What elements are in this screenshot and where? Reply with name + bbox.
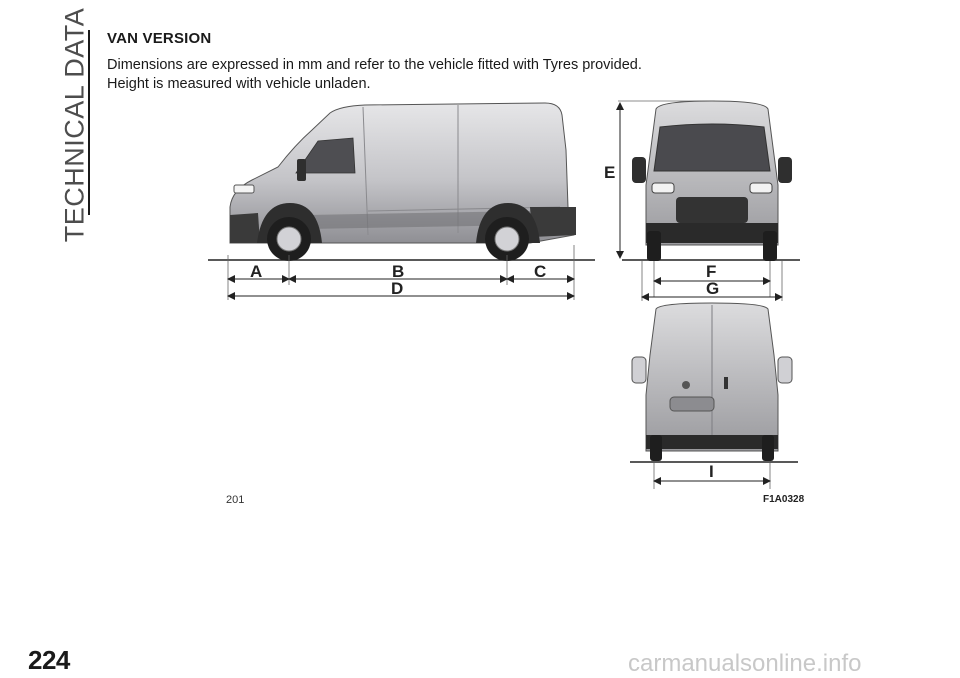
- watermark: carmanualsonline.info: [628, 650, 862, 677]
- section-divider: [88, 30, 90, 215]
- dimension-label-b: B: [392, 262, 404, 281]
- page-number: 224: [28, 645, 70, 675]
- figure-code: F1A0328: [763, 494, 805, 505]
- dimension-label-f: F: [706, 262, 716, 281]
- section-title: TECHNICAL DATA: [59, 7, 90, 243]
- intro-text: Dimensions are expressed in mm and refer…: [107, 56, 727, 94]
- van-dimensions-figure: A B C D E: [200, 95, 810, 515]
- dimension-label-i: I: [709, 462, 714, 481]
- van-dimensions-drawing: A B C D E: [208, 100, 800, 489]
- dimension-label-c: C: [534, 262, 546, 281]
- van-front-view: E F G: [604, 100, 800, 301]
- van-rear-view: I: [630, 302, 798, 489]
- dimension-label-d: D: [391, 279, 403, 298]
- figure-number: 201: [226, 494, 245, 506]
- van-side-view: A B C D: [208, 102, 595, 300]
- dimension-label-g: G: [706, 279, 719, 298]
- section-heading: VAN VERSION: [107, 30, 212, 47]
- intro-line-2: Height is measured with vehicle unladen.: [107, 76, 371, 92]
- dimension-label-a: A: [250, 262, 262, 281]
- dimension-label-e: E: [604, 163, 615, 182]
- intro-line-1: Dimensions are expressed in mm and refer…: [107, 57, 642, 73]
